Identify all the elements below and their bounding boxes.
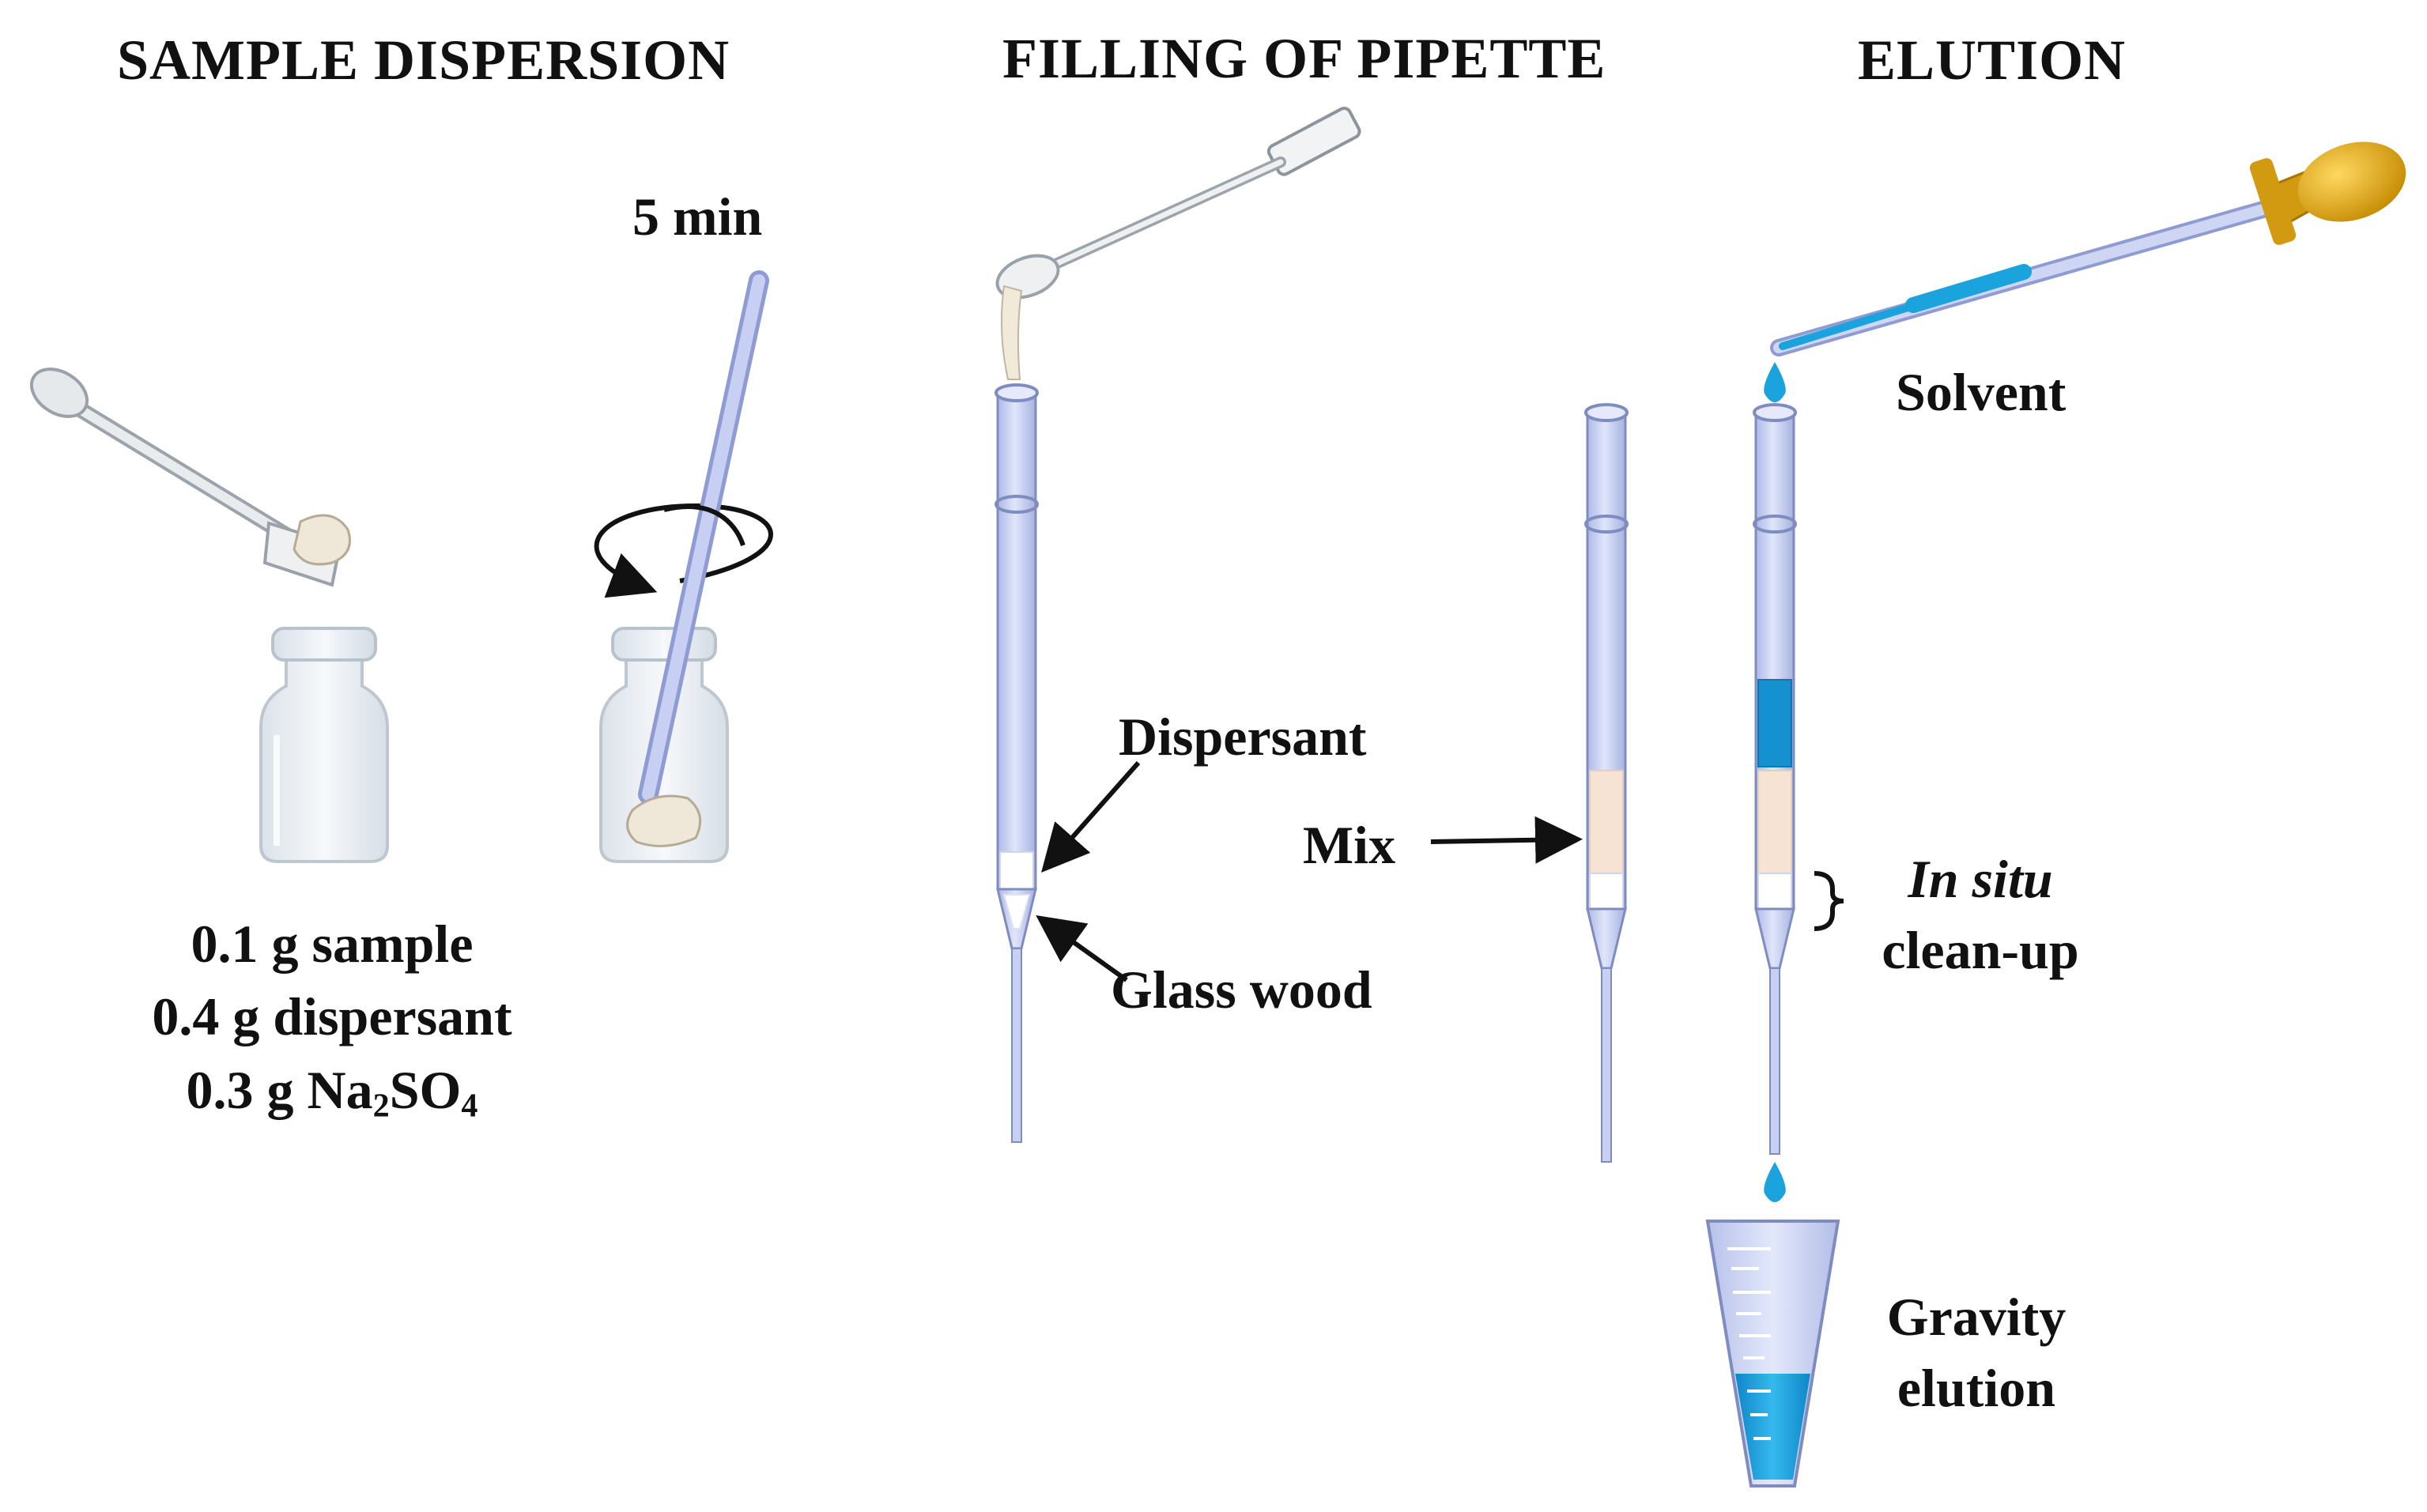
- pipette-2-icon: [1584, 403, 1629, 1163]
- dropper-icon: [1770, 141, 2406, 356]
- dispersant-arrow: [1041, 761, 1141, 873]
- vial-icon: [259, 627, 389, 863]
- eluate-drop-icon: [1764, 1162, 1786, 1202]
- solvent-drop-icon: [1764, 362, 1786, 402]
- glass-wood-label: Glass wood: [1111, 960, 1372, 1020]
- mix-arrow: [1430, 816, 1583, 864]
- salt-subscript-2: 4: [461, 1087, 478, 1125]
- elution-label: elution: [1897, 1358, 2056, 1418]
- header-filling-of-pipette: FILLING OF PIPETTE: [1002, 27, 1606, 90]
- clean-up-label: clean-up: [1882, 920, 2079, 980]
- rotate-arrow-icon: [594, 503, 773, 598]
- cleanup-brace: [1814, 871, 1844, 931]
- mix-label: Mix: [1303, 815, 1396, 875]
- in-situ-label: In situ: [1908, 849, 2053, 909]
- collection-tube-icon: [1705, 1220, 1840, 1487]
- salt-subscript-1: 2: [372, 1087, 390, 1125]
- vial-with-rod-icon: [599, 270, 769, 863]
- solvent-label: Solvent: [1896, 362, 2067, 422]
- pouring-spatula-icon: [995, 106, 1361, 380]
- dispersant-amount: 0.4 g dispersant: [152, 986, 512, 1046]
- salt-prefix: 0.3 g Na: [186, 1060, 373, 1120]
- pipette-1-icon: [995, 383, 1039, 1143]
- header-elution: ELUTION: [1858, 28, 2127, 92]
- salt-amount: 0.3 g Na2SO4: [126, 1060, 538, 1122]
- header-sample-dispersion: SAMPLE DISPERSION: [117, 28, 730, 92]
- spatula-icon: [29, 368, 351, 587]
- time-label: 5 min: [632, 187, 763, 247]
- salt-mid: SO: [389, 1060, 462, 1120]
- dispersant-label: Dispersant: [1119, 707, 1367, 767]
- gravity-label: Gravity: [1886, 1287, 2067, 1347]
- sample-amount: 0.1 g sample: [191, 914, 474, 974]
- glass-wood-arrow: [1036, 915, 1128, 982]
- pipette-3-icon: [1753, 403, 1797, 1155]
